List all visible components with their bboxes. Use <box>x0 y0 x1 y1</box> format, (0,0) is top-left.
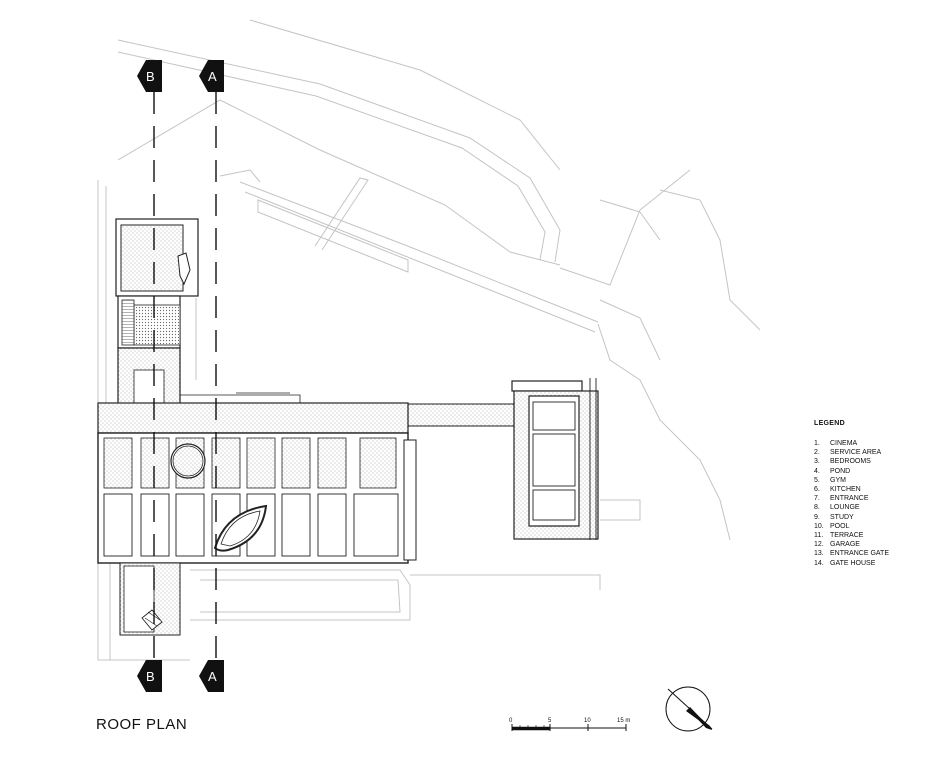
legend-item: 4. POND <box>814 467 934 476</box>
north-arrow-icon <box>665 686 713 732</box>
legend-item-label: BEDROOMS <box>830 458 871 466</box>
legend-item: 14. GATE HOUSE <box>814 559 934 568</box>
plan-title: ROOF PLAN <box>96 716 188 733</box>
legend-title: LEGEND <box>814 420 845 427</box>
section-label-a-top: A <box>208 69 217 84</box>
legend-item-label: KITCHEN <box>830 486 861 494</box>
legend-item: 11. TERRACE <box>814 531 934 540</box>
legend-item: 1. CINEMA <box>814 439 934 448</box>
legend-item-label: LOUNGE <box>830 504 860 512</box>
legend-item: 9. STUDY <box>814 513 934 522</box>
section-marker-a-top: A <box>199 60 224 92</box>
legend-item-label: STUDY <box>830 513 854 521</box>
legend-item-number: 13. <box>814 550 824 558</box>
section-label-a-bottom: A <box>208 669 217 684</box>
legend-item-label: GYM <box>830 476 846 484</box>
legend-item-label: GARAGE <box>830 541 860 549</box>
legend-item-label: ENTRANCE <box>830 495 869 503</box>
scale-bar <box>511 724 627 731</box>
legend-item-label: CINEMA <box>830 440 858 447</box>
legend-item-label: GATE HOUSE <box>830 559 876 567</box>
scale-label-15: 15 m <box>617 718 630 724</box>
legend-item-label: SERVICE AREA <box>830 449 882 457</box>
legend-item-number: 7. <box>814 495 820 503</box>
section-marker-a-bottom: A <box>199 660 224 692</box>
legend-item-label: POOL <box>830 522 850 530</box>
site-context <box>97 19 761 661</box>
legend-item-label: POND <box>830 467 851 475</box>
scale-label-10: 10 <box>584 718 591 724</box>
legend-item: 5. GYM <box>814 476 934 485</box>
main-building <box>97 218 417 636</box>
legend-item-label: ENTRANCE GATE <box>830 550 889 558</box>
legend-item-label: TERRACE <box>830 532 864 540</box>
legend-item: 7. ENTRANCE <box>814 494 934 503</box>
section-label-b-top: B <box>146 69 155 84</box>
terrace-walkway <box>407 403 515 427</box>
legend-item: 12. GARAGE <box>814 540 934 549</box>
legend-item-number: 8. <box>814 504 820 512</box>
legend-item-number: 6. <box>814 486 820 494</box>
legend-item: 8. LOUNGE <box>814 503 934 512</box>
scale-label-0: 0 <box>509 718 513 724</box>
legend-item: 2. SERVICE AREA <box>814 448 934 457</box>
legend-item: 6. KITCHEN <box>814 485 934 494</box>
legend-item-number: 9. <box>814 513 820 521</box>
section-marker-b-top: B <box>137 60 162 92</box>
legend-item-number: 14. <box>814 559 824 567</box>
legend-item-number: 5. <box>814 476 820 484</box>
legend-item: 3. BEDROOMS <box>814 457 934 466</box>
legend-item-number: 4. <box>814 467 820 475</box>
section-lines <box>153 92 217 668</box>
scale-label-5: 5 <box>548 718 552 724</box>
legend-item-number: 2. <box>814 449 820 457</box>
legend-item-number: 10. <box>814 522 824 530</box>
legend-item-number: 1. <box>814 440 820 447</box>
pool-pavilion <box>511 378 599 540</box>
legend-item-number: 11. <box>814 532 824 540</box>
legend-item: 13. ENTRANCE GATE <box>814 549 934 558</box>
legend-item: 10. POOL <box>814 522 934 531</box>
section-label-b-bottom: B <box>146 669 155 684</box>
legend-item-number: 3. <box>814 458 820 466</box>
legend-item-number: 12. <box>814 541 824 549</box>
section-marker-b-bottom: B <box>137 660 162 692</box>
